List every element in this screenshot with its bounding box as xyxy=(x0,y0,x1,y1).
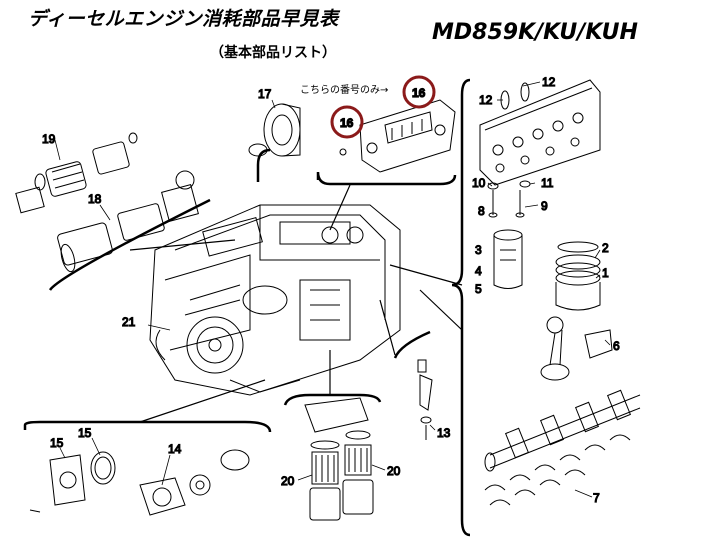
callout-11: 11 xyxy=(541,176,554,190)
callout-3: 3 xyxy=(475,243,482,257)
part-18-oil-filter xyxy=(57,170,199,273)
callout-10: 10 xyxy=(472,176,486,190)
page-title: ディーセルエンジン消耗部品早見表 xyxy=(28,8,339,30)
part-valves xyxy=(487,180,531,218)
bracket-pulley xyxy=(256,148,271,182)
part-liner xyxy=(493,229,523,289)
callout-4: 4 xyxy=(475,264,482,278)
callout-9: 9 xyxy=(541,199,548,213)
callout-5: 5 xyxy=(475,282,482,296)
callout-lines xyxy=(54,81,611,498)
engine-block xyxy=(149,204,401,396)
bracket-bottom-inj xyxy=(393,330,431,359)
callout-20a: 20 xyxy=(281,474,295,488)
callout-18: 18 xyxy=(88,192,102,206)
part-16-manifold xyxy=(339,99,456,173)
callout-14: 14 xyxy=(168,442,182,456)
callout-15a: 15 xyxy=(50,436,64,450)
callout-1: 1 xyxy=(602,266,609,280)
part-13-injector xyxy=(417,359,433,440)
part-20-filters xyxy=(304,397,374,521)
part-17-pulley xyxy=(248,103,301,157)
bracket-top-center xyxy=(316,171,457,186)
bracket-bottom-left xyxy=(23,420,272,433)
callout-20b: 20 xyxy=(387,464,401,478)
model-number: MD859K/KU/KUH xyxy=(432,20,638,45)
callout-6: 6 xyxy=(613,339,620,353)
highlight-circle-16b xyxy=(330,105,364,139)
callout-15b: 15 xyxy=(78,426,92,440)
callout-8: 8 xyxy=(478,204,485,218)
callout-16a: 16 xyxy=(412,86,426,100)
highlight-circle-16a xyxy=(402,75,436,109)
callout-16b: 16 xyxy=(340,116,354,130)
callout-7: 7 xyxy=(593,491,600,505)
leader-lines xyxy=(129,184,463,423)
callout-19: 19 xyxy=(42,132,56,146)
part-14-15-water-pump xyxy=(29,449,250,516)
callout-12b: 12 xyxy=(479,93,493,107)
part-piston xyxy=(555,241,601,311)
callout-13: 13 xyxy=(437,426,451,440)
part-conrod xyxy=(540,316,613,381)
callout-2: 2 xyxy=(602,241,609,255)
bracket-top-left xyxy=(48,198,211,291)
part-bearings xyxy=(484,434,631,506)
bracket-bottom-mid xyxy=(283,393,382,406)
note-text: こちらの番号のみ→ xyxy=(300,85,389,96)
part-19-filter xyxy=(15,132,138,214)
callout-21: 21 xyxy=(122,315,136,329)
part-cylinder-head xyxy=(479,79,601,186)
callout-17: 17 xyxy=(258,87,272,101)
page-subtitle: （基本部品リスト） xyxy=(210,45,336,61)
bracket-right xyxy=(451,78,471,537)
part-crankshaft xyxy=(484,389,641,472)
callout-12a: 12 xyxy=(542,75,556,89)
